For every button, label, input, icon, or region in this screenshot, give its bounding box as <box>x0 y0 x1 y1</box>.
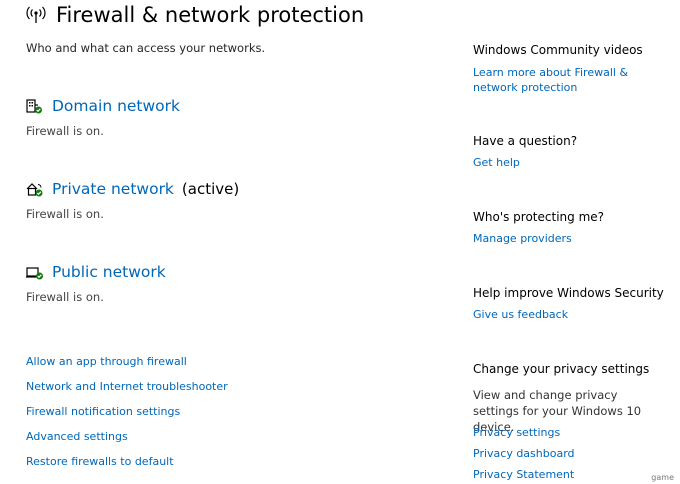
public-network-status: Firewall is on. <box>26 290 104 304</box>
privacy-settings-link[interactable]: Privacy settings <box>473 426 561 439</box>
allow-app-link[interactable]: Allow an app through firewall <box>26 355 187 368</box>
page-subtitle: Who and what can access your networks. <box>26 41 266 55</box>
privacy-description: View and change privacy settings for you… <box>473 388 642 434</box>
domain-network-icon <box>26 99 43 114</box>
privacy-dashboard-link[interactable]: Privacy dashboard <box>473 447 575 460</box>
notification-settings-link[interactable]: Firewall notification settings <box>26 405 181 418</box>
question-heading: Have a question? <box>473 134 578 148</box>
domain-network-label: Domain network <box>52 97 181 115</box>
private-network-link[interactable]: Private network <box>52 180 174 198</box>
community-heading: Windows Community videos <box>473 43 643 57</box>
protecting-heading: Who's protecting me? <box>473 210 605 224</box>
give-feedback-link[interactable]: Give us feedback <box>473 308 569 321</box>
watermark: game <box>651 473 674 482</box>
public-network-link[interactable]: Public network <box>52 263 166 281</box>
troubleshooter-link[interactable]: Network and Internet troubleshooter <box>26 380 228 393</box>
private-network-icon <box>26 182 44 197</box>
page-title: Firewall & network protection <box>56 3 365 27</box>
advanced-settings-link[interactable]: Advanced settings <box>26 430 128 443</box>
active-label: (active) <box>181 180 240 198</box>
privacy-heading: Change your privacy settings <box>473 362 650 376</box>
public-network-icon <box>26 266 44 280</box>
manage-providers-link[interactable]: Manage providers <box>473 232 572 245</box>
community-videos-link[interactable]: Learn more about Firewall & network prot… <box>473 66 629 94</box>
restore-defaults-link[interactable]: Restore firewalls to default <box>26 455 174 468</box>
private-network-status: Firewall is on. <box>26 207 104 221</box>
improve-heading: Help improve Windows Security <box>473 286 664 300</box>
domain-network-link[interactable]: Domain network <box>52 97 180 115</box>
antenna-icon <box>26 6 46 24</box>
get-help-link[interactable]: Get help <box>473 156 520 169</box>
public-network-label: Public network <box>52 263 166 281</box>
private-network-row: Private network (active) <box>52 180 239 198</box>
privacy-statement-link[interactable]: Privacy Statement <box>473 468 575 481</box>
domain-network-status: Firewall is on. <box>26 124 104 138</box>
